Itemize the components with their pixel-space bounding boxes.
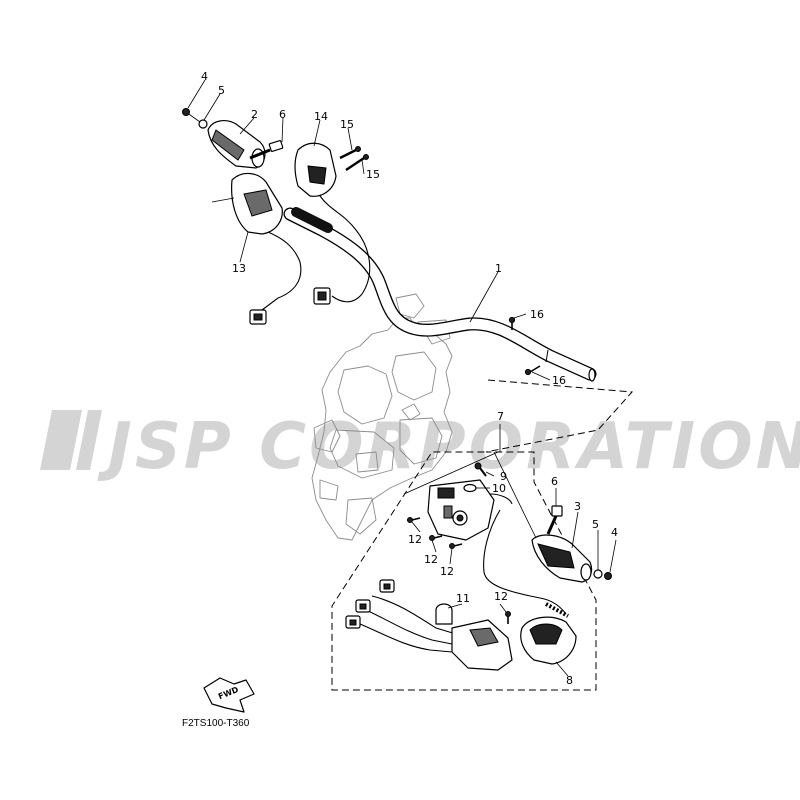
callout-6-right: 6 [551,475,558,488]
callout-12-b: 12 [424,553,438,566]
throttle-screws [339,146,369,171]
handlebar [283,207,597,382]
callout-3: 3 [574,500,581,513]
callout-14: 14 [314,110,328,123]
watermark-text: JSP CORPORATION [97,410,800,484]
callout-16-lower: 16 [552,374,566,387]
right-switch-body [427,462,513,541]
callout-16-upper: 16 [530,308,544,321]
left-end-screw [182,108,201,123]
callout-4-left: 4 [201,70,208,83]
handlebar-clamp-screws [508,316,541,376]
leader-lines [187,79,617,677]
right-grip-bolt [546,505,563,535]
callout-4-right: 4 [611,526,618,539]
right-end-screw [604,572,612,580]
callout-2: 2 [251,108,258,121]
callout-1: 1 [495,262,502,275]
right-switch-harness [345,509,569,653]
diagram-code: F2TS100-T360 [182,718,250,729]
callout-8: 8 [566,674,573,687]
callout-13: 13 [232,262,246,275]
callout-6-left: 6 [279,108,286,121]
throttle-housing [294,142,371,305]
callout-12-d: 12 [494,590,508,603]
callout-5-left: 5 [218,84,225,97]
left-switch-assembly [211,172,302,325]
left-grip-bolt [249,140,284,160]
callout-11: 11 [456,592,470,605]
callout-15-lower: 15 [366,168,380,181]
left-washer [198,119,208,129]
watermark: JSP CORPORATION [40,410,800,484]
switch-cover [520,616,577,665]
lower-switch-housing [435,603,513,671]
callout-labels: 4 5 2 6 14 15 15 13 1 16 16 7 9 10 6 3 5… [201,70,618,687]
left-grip [207,120,266,169]
fwd-direction-arrow: FWD [203,677,255,713]
callout-9: 9 [500,470,507,483]
callout-7: 7 [497,410,504,423]
right-grip [531,534,593,583]
callout-12-a: 12 [408,533,422,546]
right-switch-screws [407,517,511,624]
right-washer [593,569,603,579]
callout-12-c: 12 [440,565,454,578]
callout-5-right: 5 [592,518,599,531]
callout-15-upper: 15 [340,118,354,131]
callout-10: 10 [492,482,506,495]
